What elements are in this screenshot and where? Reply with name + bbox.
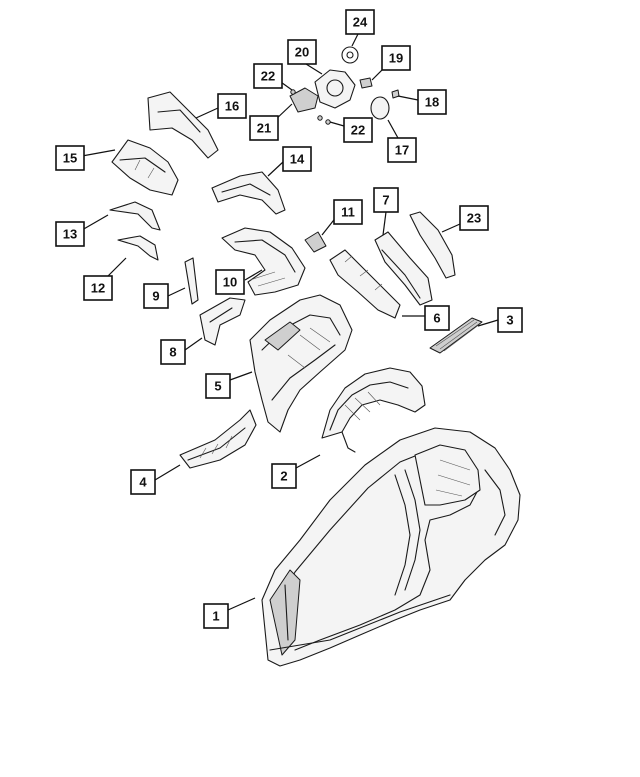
- part-6-rear-rail: [329, 249, 401, 319]
- part-21-filler-bracket: [289, 87, 319, 113]
- leader-lines: [81, 33, 499, 611]
- callout-label: 1: [212, 609, 219, 624]
- part-17-fuel-door: [370, 96, 390, 120]
- part-2-wheelhouse: [321, 367, 426, 453]
- part-14-shelf-extension: [211, 171, 286, 215]
- callout-label: 4: [139, 475, 147, 490]
- callout-label: 7: [382, 193, 389, 208]
- callout-label: 3: [506, 313, 513, 328]
- callout-22-upper: 22: [253, 63, 283, 89]
- part-11-bracket: [304, 231, 327, 253]
- callout-24: 24: [345, 9, 375, 35]
- callout-18: 18: [417, 89, 447, 115]
- part-3-vent-grille: [429, 317, 483, 354]
- callout-6: 6: [424, 305, 450, 331]
- callout-label: 18: [425, 95, 439, 110]
- callout-8: 8: [160, 339, 186, 365]
- callout-label: 22: [261, 69, 275, 84]
- callout-14: 14: [282, 146, 312, 172]
- callout-13: 13: [55, 221, 85, 247]
- callout-9: 9: [143, 283, 169, 309]
- callout-label: 16: [225, 99, 239, 114]
- callout-label: 15: [63, 151, 77, 166]
- callout-3: 3: [497, 307, 523, 333]
- callout-label: 10: [223, 275, 237, 290]
- callout-16: 16: [217, 93, 247, 119]
- part-1-body-side-aperture: [261, 427, 521, 667]
- part-20-fuel-filler-housing: [314, 69, 356, 109]
- callout-label: 12: [91, 281, 105, 296]
- callout-23: 23: [459, 205, 489, 231]
- callout-label: 22: [351, 123, 365, 138]
- part-16-roof-rail-extension: [147, 91, 219, 159]
- part-5-quarter-inner-panel: [249, 294, 353, 433]
- part-12-reinforcement: [117, 235, 159, 261]
- callout-label: 6: [433, 311, 440, 326]
- callout-17: 17: [387, 137, 417, 163]
- part-4-sill-reinforcement: [179, 409, 257, 469]
- callout-2: 2: [271, 463, 297, 489]
- callout-4: 4: [130, 469, 156, 495]
- callout-label: 14: [290, 152, 305, 167]
- callout-12: 12: [83, 275, 113, 301]
- callout-label: 13: [63, 227, 77, 242]
- callout-1: 1: [203, 603, 229, 629]
- part-22-screws: [290, 89, 331, 125]
- callout-21: 21: [249, 115, 279, 141]
- callout-label: 9: [152, 289, 159, 304]
- callout-10: 10: [215, 269, 245, 295]
- callout-5: 5: [205, 373, 231, 399]
- callout-label: 11: [341, 205, 355, 220]
- part-24-seal-ring: [341, 46, 359, 64]
- callout-label: 8: [169, 345, 176, 360]
- callout-label: 21: [257, 121, 271, 136]
- callout-label: 17: [395, 143, 409, 158]
- callout-7: 7: [373, 187, 399, 213]
- callout-22-lower: 22: [343, 117, 373, 143]
- part-18-clip: [391, 89, 400, 99]
- callout-label: 24: [353, 15, 368, 30]
- callout-label: 5: [214, 379, 221, 394]
- part-23-trim-strip: [409, 211, 456, 279]
- callout-label: 19: [389, 51, 403, 66]
- part-7-quarter-rail: [374, 231, 433, 306]
- callout-label: 23: [467, 211, 481, 226]
- callout-20: 20: [287, 39, 317, 65]
- callout-19: 19: [381, 45, 411, 71]
- callout-label: 2: [280, 469, 287, 484]
- part-15-quarter-inner-upper: [111, 139, 179, 196]
- part-9-pillar-strip: [184, 257, 199, 305]
- part-19-bumper: [359, 77, 373, 89]
- part-13-reinforcement: [109, 201, 161, 231]
- callout-15: 15: [55, 145, 85, 171]
- callout-11: 11: [333, 199, 363, 225]
- callout-label: 20: [295, 45, 309, 60]
- part-8-pillar-bracket: [199, 297, 246, 346]
- part-10-wheelhouse-inner: [221, 227, 306, 296]
